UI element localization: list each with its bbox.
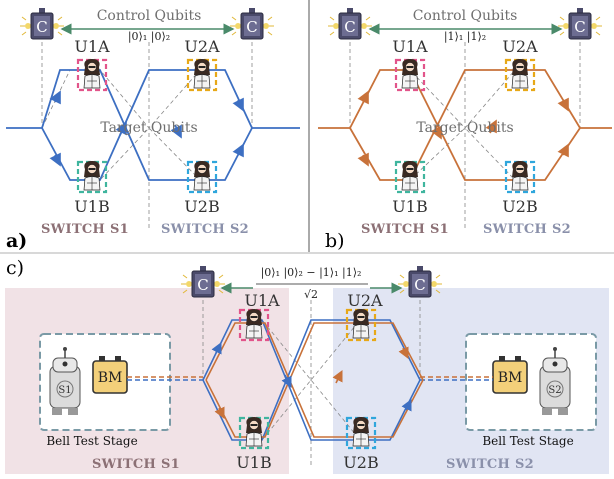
op-u1b-label: U1B xyxy=(236,453,271,472)
operator-u2b xyxy=(193,160,211,191)
switch-s1-label: SWITCH S1 xyxy=(92,457,180,472)
bell-stage-2 xyxy=(465,333,597,431)
operator-u1a xyxy=(401,58,419,89)
orange-path-2 xyxy=(349,69,581,181)
op-u1a-box xyxy=(394,58,426,92)
target-title: Target Qubits xyxy=(416,120,513,136)
operator-u2a xyxy=(511,58,529,89)
op-u1b-box xyxy=(394,160,426,194)
target-title: Target Qubits xyxy=(100,120,197,136)
control-box-2-label: C xyxy=(414,276,425,294)
op-u2a-label: U2A xyxy=(347,291,383,310)
panel-c: c) C C |0⟩₁ |0⟩₂ − |1⟩₁ |1⟩₂ √2 Bell Tes… xyxy=(5,257,609,474)
op-u1a-box xyxy=(76,58,108,92)
robot-s2-label: S2 xyxy=(548,385,561,396)
op-u1b-box xyxy=(76,160,108,194)
control-box-1-label: C xyxy=(36,18,47,36)
op-u2a-box xyxy=(186,58,218,92)
switch-s2-label: SWITCH S2 xyxy=(161,222,249,237)
op-u1a-label: U1A xyxy=(244,291,280,310)
control-box-1-label: C xyxy=(344,18,355,36)
op-u2b-box xyxy=(186,160,218,194)
blue-path-2 xyxy=(41,69,253,181)
operator-u1b xyxy=(245,416,263,447)
control-box-2-label: C xyxy=(246,18,257,36)
op-u2a-label: U2A xyxy=(184,37,220,56)
switch-s2-label: SWITCH S2 xyxy=(483,222,571,237)
bm-label-1: BM xyxy=(98,370,123,386)
entangled-state-numerator: |0⟩₁ |0⟩₂ − |1⟩₁ |1⟩₂ xyxy=(261,266,362,280)
orange-path-1 xyxy=(205,322,424,438)
operator-u2b xyxy=(511,160,529,191)
op-u2b-box xyxy=(504,160,536,194)
op-u1b-box xyxy=(238,416,270,450)
control-box-1-label: C xyxy=(197,276,208,294)
op-u1a-label: U1A xyxy=(392,37,428,56)
op-u1b-label: U1B xyxy=(392,197,427,216)
operator-u1a xyxy=(245,308,263,339)
bm-label-2: BM xyxy=(498,370,523,386)
panel-a-label: a) xyxy=(6,230,27,252)
op-u2b-box xyxy=(345,416,377,450)
op-u2b-label: U2B xyxy=(343,453,378,472)
op-u2a-box xyxy=(504,58,536,92)
robot-s1-label: S1 xyxy=(58,385,71,396)
bell-stage-2-label: Bell Test Stage xyxy=(482,434,573,448)
op-u2b-label: U2B xyxy=(184,197,219,216)
op-u1a-box xyxy=(238,308,270,342)
op-u1a-label: U1A xyxy=(74,37,110,56)
switch-s1-label: SWITCH S1 xyxy=(361,222,449,237)
operator-u2a xyxy=(352,308,370,339)
op-u2b-label: U2B xyxy=(502,197,537,216)
op-u2a-box xyxy=(345,308,377,342)
panel-c-label: c) xyxy=(6,257,24,279)
control-box-2-label: C xyxy=(574,18,585,36)
operator-u2a xyxy=(193,58,211,89)
bm-box-1 xyxy=(92,356,128,394)
operator-u1b xyxy=(401,160,419,191)
op-u2a-label: U2A xyxy=(502,37,538,56)
panel-b-label: b) xyxy=(325,230,345,252)
bell-stage-1-label: Bell Test Stage xyxy=(46,434,137,448)
robot-s1-icon xyxy=(49,347,81,415)
entangled-state-denominator: √2 xyxy=(304,288,318,301)
robot-s2-icon xyxy=(539,347,571,415)
control-state: |0⟩₁ |0⟩₂ xyxy=(128,30,170,44)
operator-u1b xyxy=(83,160,101,191)
panel-a: C C Control Qubits |0⟩₁ |0⟩₂ Target Qubi… xyxy=(6,7,300,252)
op-u1b-label: U1B xyxy=(74,197,109,216)
operator-u2b xyxy=(352,416,370,447)
switch-s1-label: SWITCH S1 xyxy=(41,222,129,237)
blue-path-1 xyxy=(202,319,421,441)
orange-path-2 xyxy=(205,322,424,438)
control-title: Control Qubits xyxy=(413,8,518,24)
switch-s2-label: SWITCH S2 xyxy=(446,457,534,472)
control-state: |1⟩₁ |1⟩₂ xyxy=(444,30,486,44)
control-title: Control Qubits xyxy=(97,8,202,24)
operator-u1a xyxy=(83,58,101,89)
blue-path-2 xyxy=(202,319,421,441)
panel-b: C C Control Qubits |1⟩₁ |1⟩₂ Target Qubi… xyxy=(318,7,612,252)
